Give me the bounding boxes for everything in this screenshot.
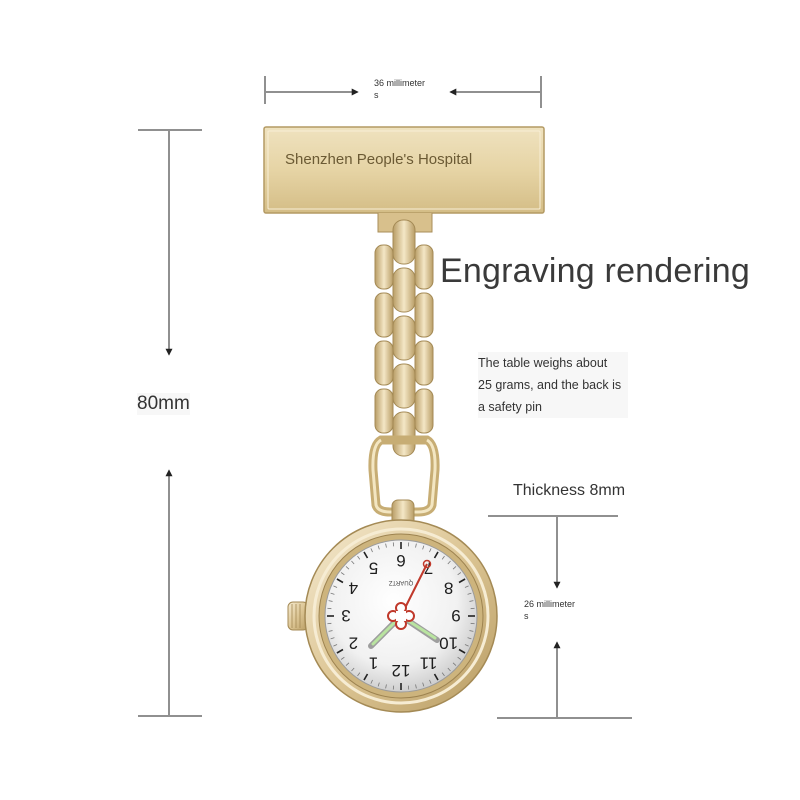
height-dimension xyxy=(138,129,202,717)
dial-label-line: 26 millimeter xyxy=(524,599,576,609)
dial-tick xyxy=(330,637,335,640)
dial-tick xyxy=(458,578,466,584)
dial-label-line: s xyxy=(524,611,529,621)
dial-tick xyxy=(351,667,355,672)
dial-numeral: 11 xyxy=(420,654,438,673)
dial-tick xyxy=(385,684,387,689)
dial-numeral: 12 xyxy=(392,661,411,680)
dial-tick xyxy=(467,637,472,640)
dial-tick xyxy=(336,648,344,654)
dial-tick xyxy=(433,551,439,559)
note-line: a safety pin xyxy=(478,400,542,414)
dial-tick xyxy=(357,555,361,560)
dial-tick xyxy=(433,673,439,681)
height-label: 80mm xyxy=(137,393,190,415)
dial-tick xyxy=(370,679,373,684)
red-cross-icon xyxy=(387,602,415,630)
dial-dimension xyxy=(488,515,632,719)
dial-numeral: 3 xyxy=(341,606,350,625)
dial-tick xyxy=(469,630,474,632)
page-title: Engraving rendering xyxy=(440,252,750,290)
weight-note: The table weighs about 25 grams, and the… xyxy=(478,352,628,418)
dial-tick xyxy=(457,656,462,660)
dial-numeral: 6 xyxy=(396,551,405,570)
dial-tick xyxy=(357,672,361,677)
dial-numeral: 4 xyxy=(349,579,358,598)
dial-tick xyxy=(333,644,338,647)
dial-brand: QUARTZ xyxy=(388,579,413,585)
dial-tick xyxy=(441,555,445,560)
dial-tick xyxy=(330,592,335,595)
dial-tick xyxy=(422,682,425,687)
dial-tick xyxy=(452,662,457,666)
dial-tick xyxy=(457,572,462,576)
dial-tick xyxy=(345,662,350,666)
dial-numeral: 10 xyxy=(439,634,458,653)
note-line: 25 grams, and the back is xyxy=(478,378,622,392)
dial-tick xyxy=(363,673,369,681)
dial-tick xyxy=(328,630,333,632)
dial-tick xyxy=(328,600,333,602)
dial-tick xyxy=(340,656,345,660)
dial-numeral: 8 xyxy=(444,579,453,598)
dial-tick xyxy=(447,560,451,565)
dial-tick xyxy=(469,600,474,602)
width-dimension xyxy=(264,76,542,108)
dial-tick xyxy=(377,545,380,550)
dial-numeral: 5 xyxy=(369,558,378,577)
dial-tick xyxy=(441,672,445,677)
dial-tick xyxy=(452,566,457,570)
dial-tick xyxy=(415,684,417,689)
dial-numeral: 1 xyxy=(369,654,378,673)
dial-tick xyxy=(464,644,469,647)
dial-tick xyxy=(458,648,466,654)
dial-tick xyxy=(345,566,350,570)
dial-tick xyxy=(370,548,373,553)
dial-tick xyxy=(415,543,417,548)
dial-tick xyxy=(340,572,345,576)
plate-engraving: Shenzhen People's Hospital xyxy=(285,151,473,168)
width-label-line: s xyxy=(374,90,379,100)
dial-tick xyxy=(333,585,338,588)
dial-tick xyxy=(447,667,451,672)
width-label-line: 36 millimeter xyxy=(374,78,426,88)
name-plate xyxy=(263,126,545,233)
dial-tick xyxy=(377,682,380,687)
dial-ticks xyxy=(327,542,475,690)
dial-tick xyxy=(422,545,425,550)
width-label: 36 millimeter s xyxy=(374,77,454,101)
note-line: The table weighs about xyxy=(478,356,608,370)
dial-numeral: 9 xyxy=(451,606,460,625)
dial-tick xyxy=(385,543,387,548)
dial-tick xyxy=(336,578,344,584)
thickness-label: Thickness 8mm xyxy=(513,482,626,499)
dial-numeral: 2 xyxy=(349,634,358,653)
dial-tick xyxy=(351,560,355,565)
dial-tick xyxy=(467,592,472,595)
dial-tick xyxy=(429,679,432,684)
dial-tick xyxy=(363,551,369,559)
dial-diameter-label: 26 millimeter s xyxy=(524,598,604,622)
dial-tick xyxy=(464,585,469,588)
chain xyxy=(368,219,440,527)
dial-tick xyxy=(429,548,432,553)
